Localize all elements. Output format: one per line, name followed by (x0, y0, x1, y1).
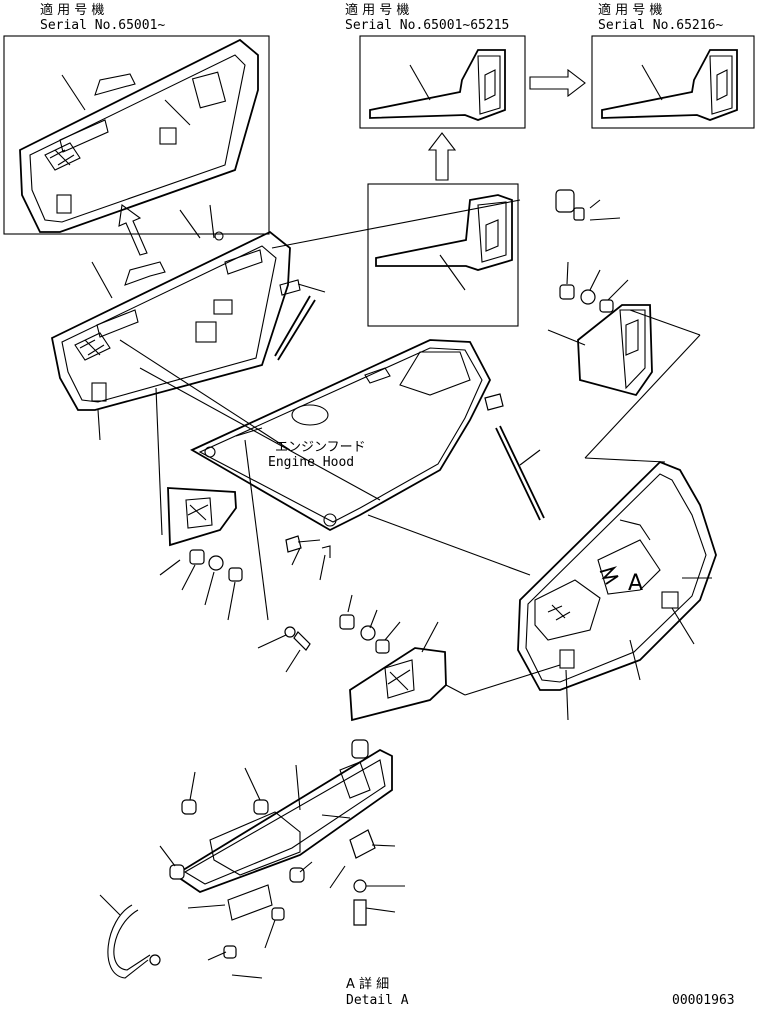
detail-marker-label: A (628, 571, 643, 596)
arrow-up-left (118, 204, 148, 256)
bolt-hood-lower (285, 535, 331, 581)
gas-strut-left (274, 295, 316, 361)
detail-a-caption: A 詳 細 Detail A (346, 976, 409, 1008)
engine-hood: エンジンフード Engine Hood (190, 339, 492, 532)
nuts-lower-middle (339, 594, 401, 654)
header-left: 適 用 号 機 Serial No.65001~ (40, 2, 165, 33)
inset-box-right (591, 35, 755, 129)
header-right-serial: Serial No.65216~ (598, 18, 723, 33)
header-center-serial: Serial No.65001~65215 (345, 18, 509, 33)
header-left-serial: Serial No.65001~ (40, 18, 165, 33)
bracket-lower-left (155, 387, 237, 547)
bracket-inset-center (369, 49, 506, 121)
bracket-inset-right (601, 49, 738, 121)
arrow-a-glyph (599, 566, 619, 585)
detail-a-caption-en: Detail A (346, 993, 409, 1008)
arrow-up-center (427, 132, 457, 181)
header-left-title: 適 用 号 機 (40, 2, 104, 18)
engine-hood-label-jp: エンジンフード (275, 440, 366, 455)
gas-strut-right (484, 393, 545, 521)
header-right: 適 用 号 機 Serial No.65216~ (598, 2, 723, 33)
bracket-inset-middle (375, 194, 513, 291)
rear-bracket-right (547, 304, 653, 397)
rear-panel: A (517, 460, 717, 721)
front-panel-main (50, 230, 291, 441)
bolt-upper (279, 279, 301, 296)
drawing-number: 00001963 (672, 993, 735, 1008)
nuts-lower-left (159, 549, 243, 621)
bolts-top-right (555, 189, 621, 221)
detail-a-assembly (99, 739, 405, 979)
header-center: 適 用 号 機 Serial No.65001~65215 (345, 2, 509, 33)
nuts-right (559, 261, 629, 313)
front-panel-inset (19, 38, 259, 233)
header-center-title: 適 用 号 機 (345, 2, 409, 18)
arrow-right (529, 68, 586, 98)
inset-box-left (3, 35, 270, 235)
inset-box-middle (367, 183, 519, 327)
inset-box-center (359, 35, 526, 129)
bracket-lower-middle (349, 621, 447, 722)
leader-line-1 (367, 514, 531, 576)
bolt-mid (244, 439, 311, 673)
detail-a-caption-jp: A 詳 細 (346, 976, 389, 992)
header-right-title: 適 用 号 機 (598, 2, 662, 18)
